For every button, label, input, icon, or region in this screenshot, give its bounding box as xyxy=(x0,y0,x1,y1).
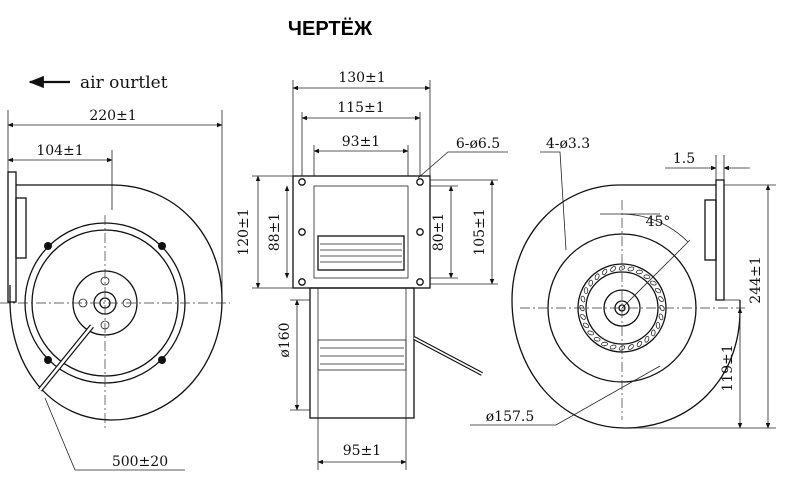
cable-length-label: 500±20 xyxy=(112,454,168,470)
flange-thickness-label: 1.5 xyxy=(673,151,695,167)
impeller-blades xyxy=(317,235,405,271)
impeller-vane xyxy=(580,313,586,320)
diameter-160-label: ø160 xyxy=(277,322,293,357)
width-115-label: 115±1 xyxy=(337,100,384,116)
impeller-vane xyxy=(658,313,664,321)
height-80-label: 80±1 xyxy=(431,213,447,251)
impeller-vane xyxy=(609,344,617,350)
air-outlet-label: air ourtlet xyxy=(80,73,168,93)
impeller-vane xyxy=(627,344,634,350)
impeller-vane xyxy=(579,304,585,312)
impeller-vane xyxy=(627,266,635,272)
impeller-vane xyxy=(588,279,593,287)
right-housing-scroll xyxy=(511,184,741,429)
width-93-label: 93±1 xyxy=(342,134,380,150)
housing-scroll xyxy=(9,184,223,421)
height-88-label: 88±1 xyxy=(267,213,283,251)
impeller-vane xyxy=(587,330,594,336)
impeller-vane xyxy=(610,266,617,272)
impeller-vane xyxy=(601,341,608,347)
impeller-vane xyxy=(651,329,656,337)
holes-label: 6-ø6.5 xyxy=(456,136,500,152)
outlet-offset-label: 104±1 xyxy=(36,143,83,159)
impeller-vane xyxy=(618,345,626,351)
impeller-vane xyxy=(658,296,664,303)
impeller-vane xyxy=(601,268,608,276)
screw-holes-label: 4-ø3.3 xyxy=(546,136,590,152)
height-105-label: 105±1 xyxy=(472,208,488,255)
impeller-vanes xyxy=(579,265,665,351)
housing-body xyxy=(309,287,415,419)
diameter-157-label: ø157.5 xyxy=(486,409,535,425)
impeller-vane xyxy=(594,273,600,280)
impeller-vane xyxy=(618,265,626,271)
impeller-vane xyxy=(644,336,650,343)
angle-label: 45° xyxy=(646,214,671,230)
impeller-vane xyxy=(659,304,665,312)
bottom-width-label: 95±1 xyxy=(343,443,381,459)
impeller-vane xyxy=(636,269,643,275)
impeller-vane xyxy=(583,287,589,294)
impeller-vane xyxy=(643,274,651,279)
right-view: 4-ø3.3 1.5 45° 244±1 119 xyxy=(470,136,776,429)
middle-view: 130±1 115±1 93±1 6-ø6.5 1 xyxy=(236,70,508,470)
impeller-vane xyxy=(593,337,601,342)
impeller-vane xyxy=(650,280,657,286)
overall-width-label: 220±1 xyxy=(89,108,136,124)
impeller-vane xyxy=(654,287,662,294)
width-130-label: 130±1 xyxy=(338,70,385,86)
drawing-title: ЧЕРТЁЖ xyxy=(287,18,373,40)
impeller-vane xyxy=(636,340,643,348)
impeller-vane xyxy=(580,295,586,303)
height-119-label: 119±1 xyxy=(720,344,736,391)
outlet-flange xyxy=(7,171,17,303)
height-244-label: 244±1 xyxy=(748,256,764,303)
left-view: air ourtlet 220±1 104±1 xyxy=(0,73,230,471)
impeller-vane xyxy=(655,322,661,329)
impeller-vane xyxy=(582,322,590,329)
mounting-flange xyxy=(292,175,431,289)
height-120-label: 120±1 xyxy=(236,208,252,255)
